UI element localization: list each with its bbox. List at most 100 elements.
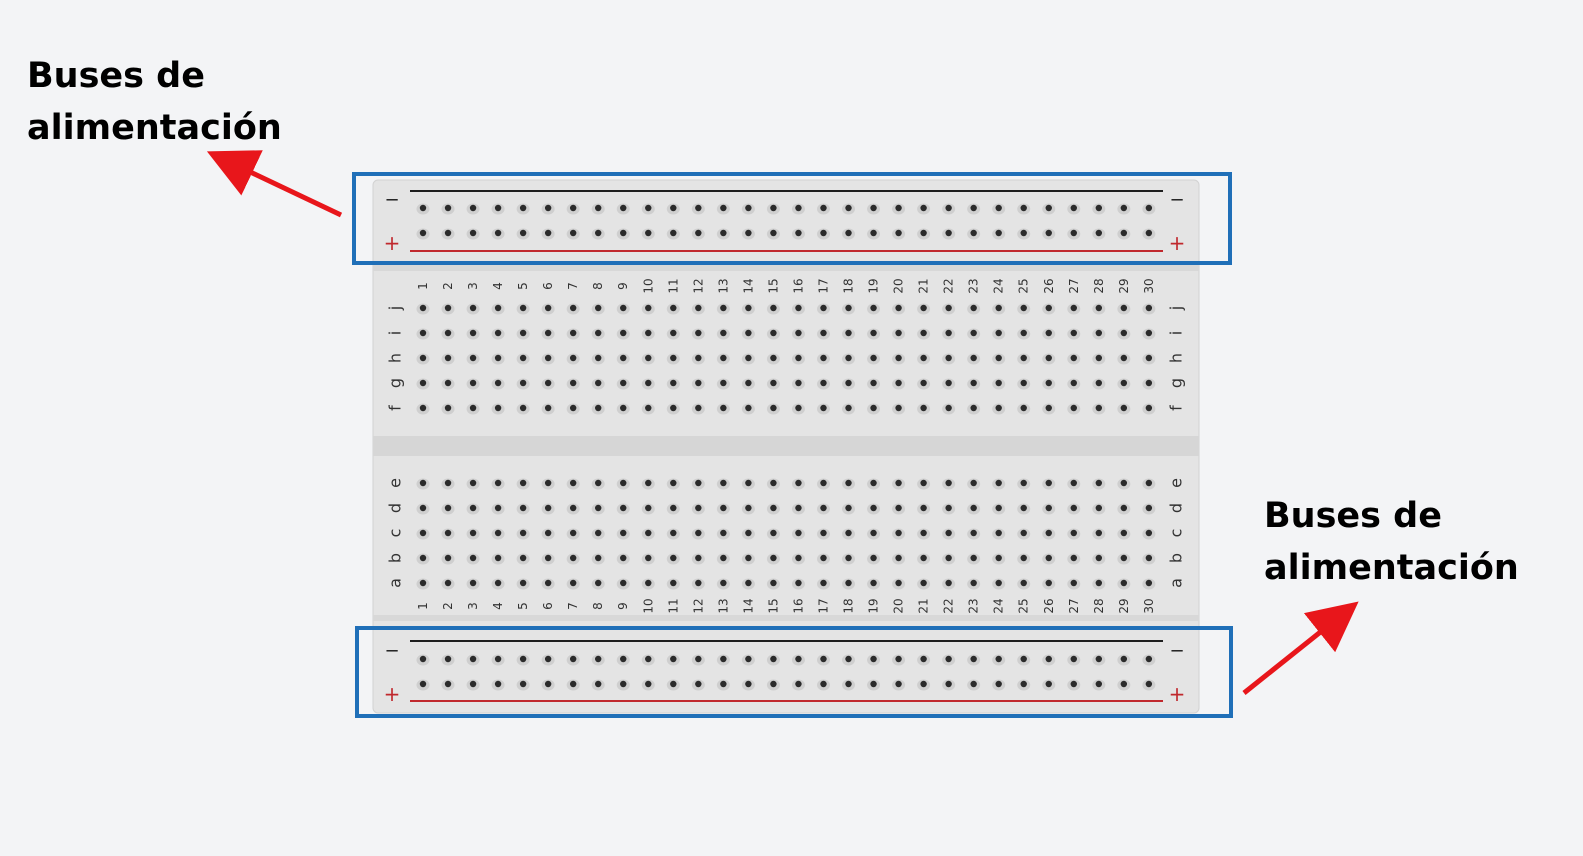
annotation-line-2: alimentación bbox=[27, 108, 282, 148]
top-terminal-hole bbox=[670, 404, 677, 412]
column-number: 12 bbox=[691, 598, 705, 613]
top-terminal-hole bbox=[494, 354, 502, 362]
top-rail-hole bbox=[770, 229, 777, 237]
column-number: 1 bbox=[416, 602, 430, 610]
top-terminal-hole bbox=[695, 379, 702, 387]
top-rail-hole bbox=[645, 229, 652, 237]
top-terminal-hole bbox=[920, 329, 927, 337]
bottom-terminal-hole bbox=[970, 579, 977, 587]
top-terminal-hole bbox=[920, 404, 927, 412]
bottom-terminal-row-label: e bbox=[1167, 478, 1186, 488]
column-number: 22 bbox=[942, 278, 956, 293]
bottom-rail-hole bbox=[1120, 655, 1128, 663]
bottom-terminal-hole bbox=[645, 554, 652, 562]
top-rail-hole bbox=[1045, 229, 1052, 237]
bottom-rail-hole bbox=[1070, 655, 1077, 663]
bottom-terminal-hole bbox=[820, 554, 827, 562]
top-rail-hole bbox=[444, 204, 452, 212]
bottom-terminal-hole bbox=[1145, 479, 1153, 487]
bottom-terminal-hole bbox=[995, 479, 1002, 487]
top-terminal-hole bbox=[995, 329, 1002, 337]
top-terminal-hole bbox=[820, 354, 827, 362]
bottom-rail-hole bbox=[670, 655, 677, 663]
top-terminal-hole bbox=[1095, 404, 1103, 412]
bottom-terminal-hole bbox=[1070, 579, 1077, 587]
bottom-terminal-hole bbox=[469, 504, 477, 512]
bottom-rail-hole bbox=[845, 655, 852, 663]
bottom-rail-hole bbox=[519, 680, 527, 688]
bottom-terminal-hole bbox=[720, 479, 727, 487]
top-rail-minus-label: − bbox=[1169, 190, 1184, 211]
top-terminal-hole bbox=[1020, 304, 1027, 312]
bottom-terminal-row-label: e bbox=[386, 478, 405, 488]
bottom-rail-minus-label: − bbox=[384, 641, 399, 662]
bottom-rail-hole bbox=[870, 680, 877, 688]
top-rail-hole bbox=[419, 204, 427, 212]
bottom-terminal-row-label: b bbox=[386, 553, 405, 563]
column-number: 23 bbox=[967, 278, 981, 293]
bottom-terminal-hole bbox=[1120, 529, 1128, 537]
bottom-rail-hole bbox=[469, 655, 477, 663]
bottom-terminal-hole bbox=[745, 479, 752, 487]
top-terminal-hole bbox=[419, 304, 427, 312]
bottom-terminal-hole bbox=[419, 579, 427, 587]
top-terminal-hole bbox=[1070, 379, 1077, 387]
top-terminal-hole bbox=[995, 404, 1002, 412]
top-terminal-hole bbox=[995, 354, 1002, 362]
top-terminal-hole bbox=[519, 304, 527, 312]
column-number: 5 bbox=[516, 282, 530, 290]
bottom-terminal-hole bbox=[770, 529, 777, 537]
column-number: 13 bbox=[716, 278, 730, 293]
top-terminal-hole bbox=[795, 404, 802, 412]
bottom-rail-hole bbox=[845, 680, 852, 688]
top-rail-hole bbox=[1095, 204, 1103, 212]
bottom-terminal-hole bbox=[795, 554, 802, 562]
top-terminal-hole bbox=[494, 379, 502, 387]
top-terminal-hole bbox=[820, 329, 827, 337]
bottom-rail-hole bbox=[1070, 680, 1077, 688]
bottom-terminal-hole bbox=[469, 554, 477, 562]
bottom-rail-hole bbox=[519, 655, 527, 663]
top-terminal-hole bbox=[1120, 354, 1128, 362]
bottom-terminal-hole bbox=[519, 504, 527, 512]
bottom-terminal-hole bbox=[920, 554, 927, 562]
top-terminal-row-label: j bbox=[1167, 306, 1186, 311]
column-number: 18 bbox=[842, 598, 856, 613]
top-rail-hole bbox=[469, 204, 477, 212]
bottom-terminal-hole bbox=[695, 479, 702, 487]
column-number: 7 bbox=[566, 602, 580, 610]
bottom-rail-hole bbox=[1045, 655, 1052, 663]
top-terminal-hole bbox=[519, 329, 527, 337]
bottom-terminal-hole bbox=[569, 579, 577, 587]
top-terminal-hole bbox=[820, 404, 827, 412]
top-terminal-hole bbox=[695, 329, 702, 337]
column-number: 8 bbox=[591, 602, 605, 610]
top-terminal-hole bbox=[920, 379, 927, 387]
top-rail-hole bbox=[895, 229, 902, 237]
bottom-terminal-hole bbox=[820, 579, 827, 587]
bottom-rail-hole bbox=[795, 655, 802, 663]
column-number: 12 bbox=[691, 278, 705, 293]
top-terminal-hole bbox=[970, 329, 977, 337]
bottom-rail-hole bbox=[645, 655, 652, 663]
bottom-terminal-hole bbox=[995, 554, 1002, 562]
bottom-terminal-hole bbox=[494, 554, 502, 562]
annotation-line-2: alimentación bbox=[1264, 548, 1519, 588]
bottom-terminal-hole bbox=[494, 529, 502, 537]
bottom-terminal-hole bbox=[1045, 479, 1052, 487]
top-rail-hole bbox=[870, 204, 877, 212]
top-terminal-hole bbox=[720, 354, 727, 362]
column-number: 2 bbox=[441, 282, 455, 290]
bottom-terminal-hole bbox=[569, 504, 577, 512]
top-terminal-hole bbox=[469, 404, 477, 412]
bottom-terminal-hole bbox=[620, 529, 627, 537]
top-terminal-hole bbox=[720, 329, 727, 337]
top-terminal-hole bbox=[595, 379, 602, 387]
column-number: 2 bbox=[441, 602, 455, 610]
top-terminal-hole bbox=[1095, 354, 1103, 362]
top-terminal-hole bbox=[820, 379, 827, 387]
bottom-terminal-row-label: d bbox=[386, 503, 405, 513]
top-terminal-hole bbox=[670, 329, 677, 337]
bottom-terminal-hole bbox=[770, 554, 777, 562]
